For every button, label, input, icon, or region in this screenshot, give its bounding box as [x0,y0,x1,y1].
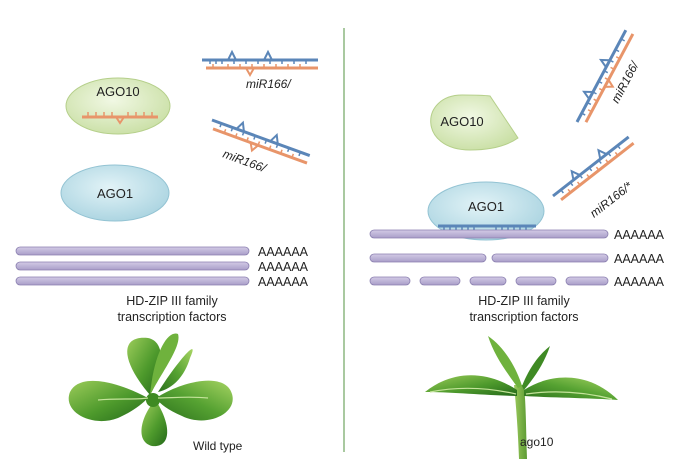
mrna-strand [15,276,250,286]
mrna-fragment [469,276,507,286]
mirna-duplex-2 [211,118,311,165]
polya-tail-label: AAAAAA [258,275,309,289]
mirna-label-2: miR166/ [221,147,269,176]
ago10-protein [65,77,171,135]
mrna-strands-mutant [369,229,609,286]
polya-tail-label: AAAAAA [258,245,309,259]
caption-line-2-mutant: transcription factors [469,310,578,324]
caption-line-1-mutant: HD-ZIP III family [478,294,570,308]
ago10-protein-mutant [430,94,519,151]
mrna-fragment [419,276,461,286]
mrna-fragment [515,276,557,286]
mrna-strand [369,229,609,239]
ago10-label-mutant: AGO10 [440,114,483,129]
ago10-mutant-label: ago10 [520,435,554,449]
mirna-label-1: miR166/ [246,77,292,91]
mrna-fragment [491,253,609,263]
mrna-fragment [369,253,487,263]
wild-type-label: Wild type [193,439,243,453]
ago1-label: AGO1 [97,186,133,201]
mrna-fragment [369,276,411,286]
polya-tail-label: AAAAAA [258,260,309,274]
polya-tail-label-mutant: AAAAAA [614,252,665,266]
mirna-label-4: miR166/* [587,179,635,221]
mrna-strand [15,261,250,271]
mirna-duplex-1 [202,49,318,78]
ago10-label: AGO10 [96,84,139,99]
wild-type-plant-illustration [68,333,233,447]
caption-line-1: HD-ZIP III family [126,294,218,308]
ago1-label-mutant: AGO1 [468,199,504,214]
caption-line-2: transcription factors [117,310,226,324]
polya-tail-label-mutant: AAAAAA [614,228,665,242]
mirna-duplex-4 [552,135,635,202]
mrna-fragment [565,276,609,286]
mrna-strand [15,246,250,256]
mirna-duplex-3 [575,29,635,123]
polya-tail-label-mutant: AAAAAA [614,275,665,289]
ago1-protein [60,164,170,222]
ago10-bound-mirna [82,112,158,125]
mrna-strands [15,246,250,286]
ago10-mutant-plant-illustration [425,336,618,459]
mirna-label-3: miR166/ [608,58,642,105]
